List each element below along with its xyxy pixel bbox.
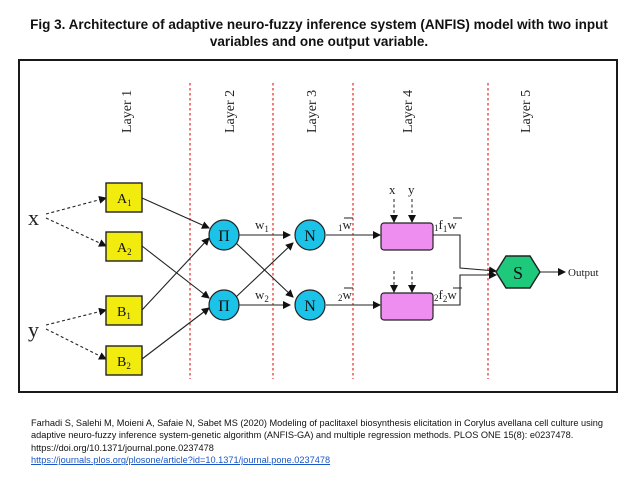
product-label-2: Π (218, 298, 230, 315)
layer-label-2: Layer 2 (223, 90, 238, 133)
svg-text:1w: 1w (338, 217, 353, 233)
norm-label-2: N (304, 298, 316, 315)
norm-weight-1-label: w (343, 217, 353, 232)
consequent-2-prefix: 2 (434, 293, 439, 303)
title-line-1: Fig 3. Architecture of adaptive neuro-fu… (30, 17, 608, 32)
layer2-product-node-2: Π (208, 289, 240, 321)
citation: Farhadi S, Salehi M, Moieni A, Safaie N,… (31, 417, 611, 467)
layer3-norm-node-2: N (294, 289, 326, 321)
layer1-node-b2: B2 (105, 345, 143, 376)
node-a2-sub: 2 (127, 247, 132, 257)
layer1-node-b1: B1 (105, 295, 143, 326)
node-b1-label: B (117, 305, 126, 320)
layer4-to-sum-arrows (433, 234, 497, 306)
layer1-node-a2: A2 (105, 231, 143, 262)
weight-w2-sub: 2 (264, 294, 269, 304)
svg-text:1f1w: 1f1w (434, 217, 457, 234)
norm-weight-1-prefix: 1 (338, 223, 343, 233)
diagram-canvas: Layer 1 Layer 2 Layer 3 Layer 4 Layer 5 … (28, 83, 599, 379)
consequent-1-prefix: 1 (434, 223, 439, 233)
sum-label: S (513, 263, 523, 283)
node-a2-label: A (117, 241, 128, 256)
layer-label-3: Layer 3 (305, 90, 320, 133)
layer1-node-a1: A1 (105, 182, 143, 213)
input-y-label: y (28, 317, 39, 342)
citation-link[interactable]: https://journals.plos.org/plosone/articl… (31, 455, 331, 466)
svg-text:w1: w1 (255, 217, 269, 234)
svg-text:B2: B2 (117, 355, 131, 371)
weight-w1-label: w (255, 217, 265, 232)
svg-text:w2: w2 (255, 287, 269, 304)
layer2-product-node-1: Π (208, 219, 240, 251)
layer3-to-layer4-arrows (326, 231, 381, 309)
svg-text:A1: A1 (117, 192, 132, 208)
svg-text:B1: B1 (117, 305, 131, 321)
consequent-1-f: f (439, 217, 444, 232)
layer-label-4: Layer 4 (401, 90, 416, 133)
input-arrows (45, 195, 107, 360)
weight-w1-sub: 1 (264, 224, 269, 234)
consequent-1-w: w (447, 217, 457, 232)
layer5-sum-node: S (495, 255, 541, 289)
layer-dividers (189, 83, 489, 379)
layer-label-1: Layer 1 (120, 90, 135, 133)
layer3-norm-node-1: N (294, 219, 326, 251)
consequent-2-w: w (447, 287, 457, 302)
svg-text:2w: 2w (338, 287, 353, 303)
node-a1-sub: 1 (127, 198, 132, 208)
node-b1-sub: 1 (126, 311, 131, 321)
product-label-1: Π (218, 228, 230, 245)
layer2-to-layer3-arrows (235, 231, 294, 309)
output-label: Output (568, 267, 599, 279)
layer4-node-2 (380, 292, 434, 321)
citation-text: Farhadi S, Salehi M, Moieni A, Safaie N,… (31, 418, 603, 453)
layer1-to-layer2-arrows (141, 197, 210, 360)
norm-weight-2-label: w (343, 287, 353, 302)
layer4-node-1 (380, 222, 434, 251)
figure-title: Fig 3. Architecture of adaptive neuro-fu… (20, 16, 618, 50)
layer4-input-y: y (408, 182, 415, 197)
node-b2-label: B (117, 355, 126, 370)
layer-label-5: Layer 5 (519, 90, 534, 133)
consequent-1-fsub: 1 (443, 224, 448, 234)
node-b2-sub: 2 (126, 361, 131, 371)
layer4-input-arrows (390, 199, 416, 293)
svg-text:A2: A2 (117, 241, 132, 257)
node-a1-label: A (117, 192, 128, 207)
input-x-label: x (28, 205, 39, 230)
consequent-2-fsub: 2 (443, 294, 448, 304)
norm-label-1: N (304, 228, 316, 245)
consequent-2-f: f (439, 287, 444, 302)
layer4-input-x: x (389, 182, 396, 197)
title-line-2: variables and one output variable. (209, 34, 429, 49)
weight-w2-label: w (255, 287, 265, 302)
anfis-diagram: Layer 1 Layer 2 Layer 3 Layer 4 Layer 5 … (18, 59, 618, 393)
svg-text:2f2w: 2f2w (434, 287, 457, 304)
norm-weight-2-prefix: 2 (338, 293, 343, 303)
